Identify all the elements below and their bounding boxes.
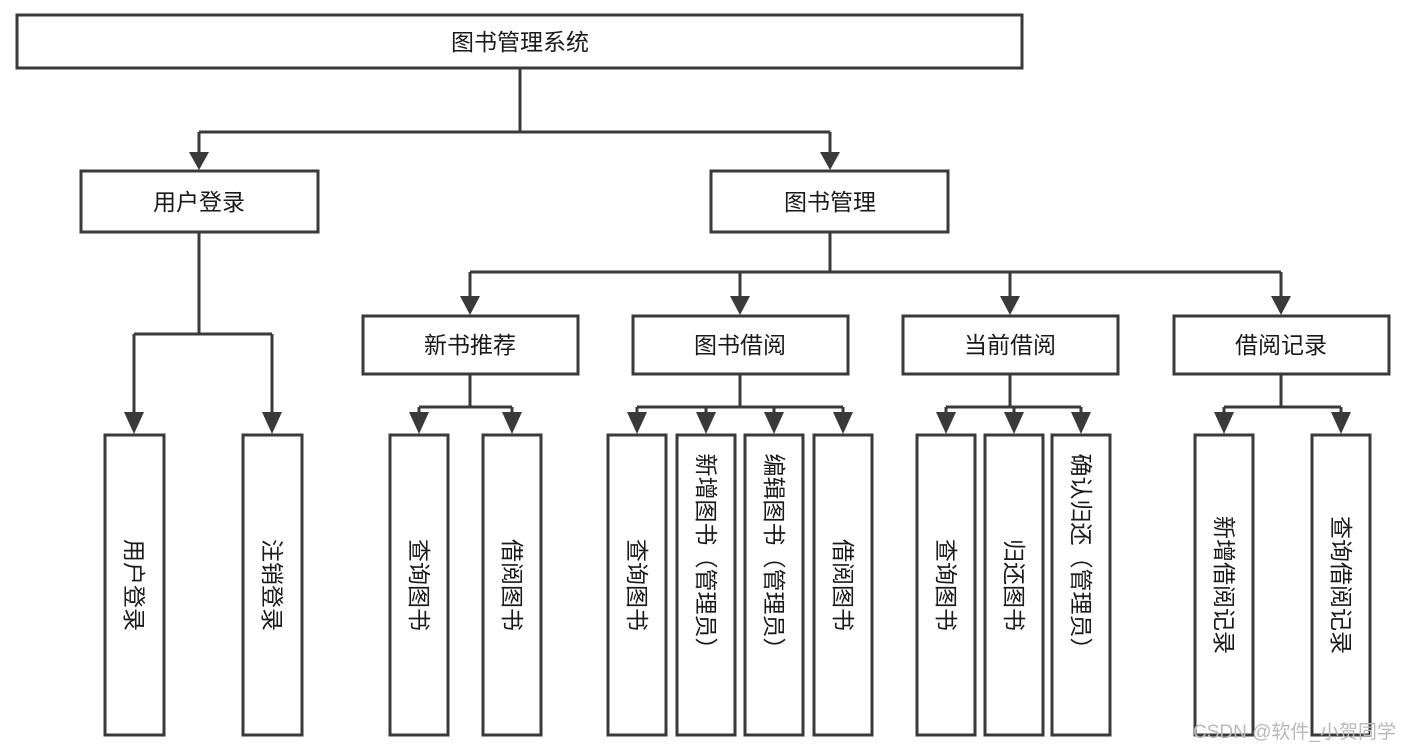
- leaf-label: 新增图书（管理员）: [693, 454, 719, 661]
- arrow-book-borrow-leaf-2: [696, 412, 716, 434]
- arrow-to-borrow-record: [1271, 296, 1291, 315]
- node-book-manage-box: [709, 169, 950, 234]
- leaf-box: [1310, 433, 1372, 737]
- leaf-box: [481, 433, 543, 737]
- node-current-borrow[interactable]: 当前借阅: [901, 314, 1120, 376]
- leaf-label: 查询图书: [406, 539, 432, 631]
- node-root-label: 图书管理系统: [451, 29, 589, 55]
- arrow-to-current-borrow: [1000, 296, 1020, 315]
- leaf-label: 注销登录: [259, 539, 285, 631]
- node-root-system[interactable]: 图书管理系统: [15, 13, 1024, 70]
- leaf-label: 归还图书: [1001, 539, 1027, 631]
- node-borrow-record-label: 借阅记录: [1235, 332, 1327, 358]
- arrow-borrow-record-leaf-2: [1331, 412, 1351, 434]
- arrow-user-login-leaf-2: [262, 412, 282, 434]
- node-new-book-recommend-box: [361, 314, 580, 376]
- node-new-book-recommend[interactable]: 新书推荐: [361, 314, 580, 376]
- leaf-label: 借阅图书: [499, 539, 525, 631]
- leaf-node-user-login-2[interactable]: 注销登录: [241, 433, 304, 737]
- leaf-node-book-borrow-1[interactable]: 查询图书: [606, 433, 668, 737]
- node-current-borrow-label: 当前借阅: [964, 332, 1056, 358]
- arrow-to-book-borrow: [730, 296, 750, 315]
- node-book-borrow-box: [631, 314, 850, 376]
- watermark: CSDN @软件_小贺同学: [1193, 721, 1396, 743]
- leaf-box: [606, 433, 668, 737]
- arrow-book-borrow-leaf-3: [764, 412, 784, 434]
- leaf-box: [1193, 433, 1255, 737]
- node-user-login[interactable]: 用户登录: [79, 169, 320, 234]
- leaf-label: 用户登录: [121, 539, 147, 631]
- leaf-node-book-borrow-2[interactable]: 新增图书（管理员）: [675, 433, 737, 737]
- arrow-root-to-user-login: [189, 152, 209, 170]
- leaf-box: [743, 433, 805, 737]
- leaf-box: [103, 433, 166, 737]
- leaf-box: [241, 433, 304, 737]
- leaf-node-new-book-2[interactable]: 借阅图书: [481, 433, 543, 737]
- node-book-manage-label: 图书管理: [784, 189, 876, 215]
- arrow-borrow-record-leaf-1: [1214, 412, 1234, 434]
- leaf-label: 编辑图书（管理员）: [761, 454, 787, 661]
- leaf-label: 查询借阅记录: [1328, 516, 1354, 654]
- arrow-new-book-leaf-1: [409, 412, 429, 434]
- leaf-node-user-login-1[interactable]: 用户登录: [103, 433, 166, 737]
- leaf-node-borrow-record-1[interactable]: 新增借阅记录: [1193, 433, 1255, 737]
- leaf-node-current-borrow-1[interactable]: 查询图书: [915, 433, 977, 737]
- arrow-user-login-leaf-1: [124, 412, 144, 434]
- leaf-node-borrow-record-2[interactable]: 查询借阅记录: [1310, 433, 1372, 737]
- leaf-box: [983, 433, 1045, 737]
- leaf-label: 借阅图书: [830, 539, 856, 631]
- leaf-node-current-borrow-3[interactable]: 确认归还（管理员）: [1050, 433, 1112, 737]
- arrow-current-borrow-leaf-3: [1071, 412, 1091, 434]
- arrow-current-borrow-leaf-2: [1004, 412, 1024, 434]
- node-user-login-box: [79, 169, 320, 234]
- arrow-new-book-leaf-2: [502, 412, 522, 434]
- leaf-box: [675, 433, 737, 737]
- node-borrow-record[interactable]: 借阅记录: [1172, 314, 1391, 376]
- leaf-box: [812, 433, 874, 737]
- leaf-label: 查询图书: [933, 539, 959, 631]
- node-user-login-label: 用户登录: [153, 189, 245, 215]
- arrow-to-new-book-recommend: [460, 296, 480, 315]
- leaf-box: [388, 433, 450, 737]
- node-new-book-recommend-label: 新书推荐: [424, 332, 516, 358]
- leaf-node-new-book-1[interactable]: 查询图书: [388, 433, 450, 737]
- leaf-box: [915, 433, 977, 737]
- node-current-borrow-box: [901, 314, 1120, 376]
- arrow-root-to-book-manage: [820, 152, 840, 170]
- node-book-manage[interactable]: 图书管理: [709, 169, 950, 234]
- arrow-book-borrow-leaf-1: [627, 412, 647, 434]
- node-book-borrow[interactable]: 图书借阅: [631, 314, 850, 376]
- leaf-node-current-borrow-2[interactable]: 归还图书: [983, 433, 1045, 737]
- arrow-current-borrow-leaf-1: [936, 412, 956, 434]
- leaf-label: 确认归还（管理员）: [1068, 454, 1094, 661]
- node-book-borrow-label: 图书借阅: [694, 332, 786, 358]
- leaf-box: [1050, 433, 1112, 737]
- node-borrow-record-box: [1172, 314, 1391, 376]
- leaf-label: 查询图书: [624, 539, 650, 631]
- arrow-book-borrow-leaf-4: [833, 412, 853, 434]
- leaf-node-book-borrow-4[interactable]: 借阅图书: [812, 433, 874, 737]
- node-root-box: [15, 13, 1024, 70]
- leaf-label: 新增借阅记录: [1211, 516, 1237, 654]
- leaf-node-book-borrow-3[interactable]: 编辑图书（管理员）: [743, 433, 805, 737]
- connector-layer: [124, 68, 1351, 434]
